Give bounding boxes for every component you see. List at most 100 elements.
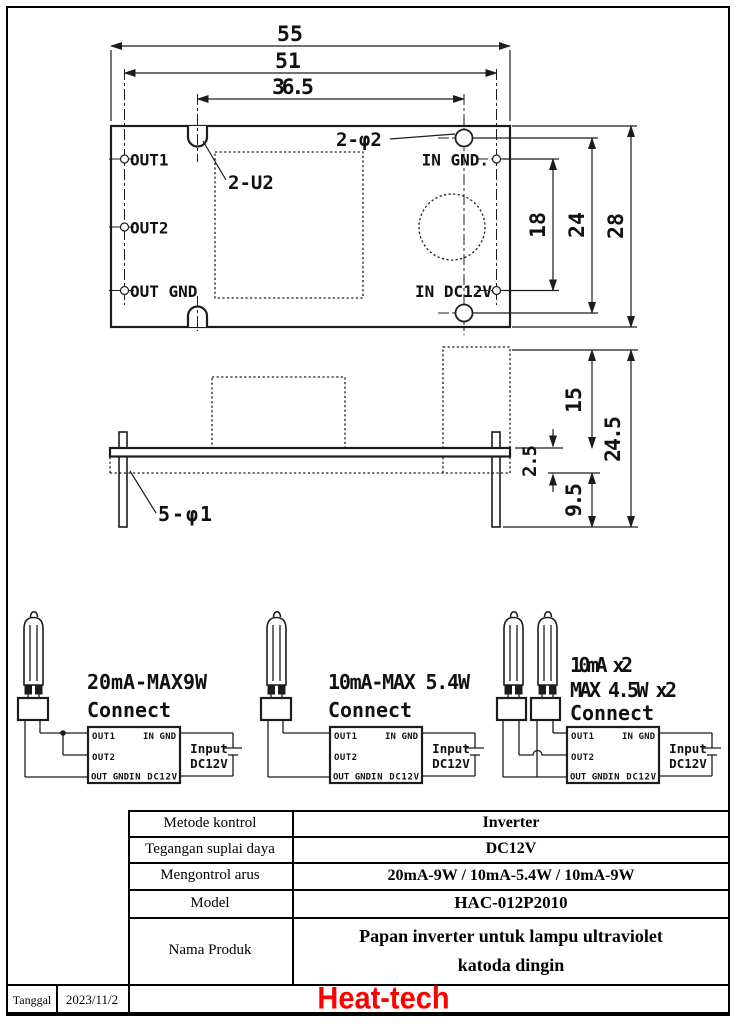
lamp-connector: [16, 696, 50, 722]
diagram3-title-line2: MAX 4.5W x2: [570, 678, 677, 702]
pin-label-in-dc12v: IN DC12V: [129, 773, 178, 783]
pad-label-out2: OUT2: [130, 219, 169, 238]
table-grid-line: [128, 862, 730, 864]
battery-icon: [422, 732, 484, 777]
pad-label-out1: OUT1: [130, 151, 169, 170]
pad-out-gnd: [119, 285, 130, 296]
pad-out2: [119, 222, 130, 232]
dim-pad-span: 51: [275, 49, 301, 74]
spec-label-model: Model: [190, 894, 230, 911]
callout-notches: 2-U2: [228, 172, 274, 194]
component-profile-mid: [211, 376, 346, 449]
spec-label-metode-kontrol: Metode kontrol: [163, 814, 257, 831]
dim-pin-length: 9.5: [562, 483, 587, 517]
uv-lamp-icon: [266, 610, 287, 699]
pin-label-in-dc12v: IN DC12V: [608, 773, 657, 783]
table-grid-line: [128, 889, 730, 891]
lamp-connector: [259, 696, 293, 722]
input-label-line2: DC12V: [669, 756, 707, 771]
diagram2-subtitle: Connect: [328, 698, 412, 722]
product-name-text: Papan inverter untuk lampu ultraviolet k…: [359, 925, 663, 975]
pcb-side-view: 2.5 15 9.5 24.5 5-φ1: [108, 346, 638, 528]
mount-hole-bottom: [454, 303, 474, 323]
page-border: [6, 6, 730, 1016]
pin-label-out-gnd: OUT GND: [570, 773, 609, 783]
pin-label-out1: OUT1: [92, 732, 115, 742]
connection-diagram-2: OUT1 IN GND OUT2 OUT GND IN DC12V Input …: [259, 610, 484, 785]
mount-hole-top: [454, 128, 474, 148]
spec-label-nama-produk: Nama Produk: [168, 942, 252, 958]
input-label-line2: DC12V: [432, 756, 470, 771]
pad-label-in-dc12v: IN DC12V: [415, 282, 492, 301]
lamp-connector: [495, 696, 528, 722]
component-outline-square: [214, 151, 364, 299]
connection-diagram-1: OUT1 IN GND OUT2 OUT GND IN DC12V Input …: [16, 610, 242, 785]
callout-holes: 2-φ2: [336, 129, 382, 151]
pin-label-out-gnd: OUT GND: [91, 773, 130, 783]
component-outline-round: [418, 193, 486, 261]
pad-in-dc12v: [491, 285, 502, 296]
diagram3-subtitle: Connect: [570, 701, 654, 725]
table-grid-line: [292, 810, 294, 984]
pad-label-out-gnd: OUT GND: [130, 282, 197, 301]
table-grid-line: [128, 810, 130, 1016]
dim-hole-height: 24: [565, 212, 590, 238]
input-label-line1: Input: [432, 741, 470, 756]
pin-label-out-gnd: OUT GND: [333, 773, 372, 783]
inverter-board-box: [565, 725, 661, 785]
uv-lamp-icon: [537, 610, 558, 699]
pad-out1: [119, 154, 130, 164]
pin-label-out2: OUT2: [92, 753, 115, 763]
spec-label-mengontrol-arus: Mengontrol arus: [160, 867, 260, 883]
uv-lamp-icon: [503, 610, 524, 699]
battery-icon: [180, 732, 242, 777]
table-grid-line: [128, 917, 730, 919]
connection-diagram-3: OUT1 IN GND OUT2 OUT GND IN DC12V Input …: [495, 610, 721, 785]
dim-clearance: 2.5: [519, 445, 541, 477]
input-label-line2: DC12V: [190, 756, 228, 771]
inverter-board-box: [86, 725, 182, 785]
pin-label-in-gnd: IN GND: [622, 732, 656, 742]
pin-label-out2: OUT2: [334, 753, 357, 763]
input-label-line1: Input: [190, 741, 228, 756]
pin-label-in-gnd: IN GND: [385, 732, 419, 742]
diagram1-title: 20mA-MAX9W: [87, 670, 208, 694]
spec-value-tegangan: DC12V: [485, 840, 537, 857]
pcb-top-view: 55 51 36.5 18 24 28 OUT1 OUT2 OUT GND IN…: [109, 22, 637, 335]
date-label: Tanggal: [12, 992, 52, 1007]
pin-label-out2: OUT2: [571, 753, 594, 763]
uv-lamp-icon: [23, 610, 44, 699]
brand-logo: Heat-tech: [317, 981, 450, 1017]
pin-left: [118, 431, 128, 528]
dim-total-width: 55: [277, 22, 303, 47]
lamp-connector: [529, 696, 562, 722]
diagram2-title: 10mA-MAX 5.4W: [328, 670, 471, 694]
dim-notch-to-hole: 36.5: [272, 75, 314, 100]
dim-component-height: 15: [562, 387, 587, 413]
board-profile: [108, 446, 512, 458]
table-grid-line: [56, 984, 58, 1016]
input-label-line1: Input: [669, 741, 707, 756]
dim-pad-height: 18: [526, 212, 551, 238]
diagram3-title: 10mA x2: [570, 653, 633, 677]
callout-pins: 5-φ1: [158, 502, 212, 526]
spec-value-mengontrol-arus: 20mA-9W / 10mA-5.4W / 10mA-9W: [387, 866, 635, 884]
spec-value-nama-produk: Papan inverter untuk lampu ultraviolet k…: [293, 918, 729, 983]
diagram1-subtitle: Connect: [87, 698, 171, 722]
dim-total-height: 28: [604, 213, 629, 239]
inverter-board-box: [328, 725, 424, 785]
dim-side-total: 24.5: [601, 416, 626, 462]
pin-label-out1: OUT1: [334, 732, 357, 742]
component-profile-right: [442, 346, 511, 449]
table-grid-line: [128, 810, 730, 812]
pin-label-out1: OUT1: [571, 732, 594, 742]
spec-value-model: HAC-012P2010: [454, 893, 568, 912]
pin-label-in-gnd: IN GND: [143, 732, 177, 742]
pin-right: [491, 431, 501, 528]
spec-value-metode-kontrol: Inverter: [482, 814, 540, 831]
pad-label-in-gnd: IN GND.: [422, 151, 489, 170]
table-grid-line: [8, 984, 730, 986]
battery-icon: [659, 732, 721, 777]
date-value: 2023/11/2: [65, 992, 119, 1007]
